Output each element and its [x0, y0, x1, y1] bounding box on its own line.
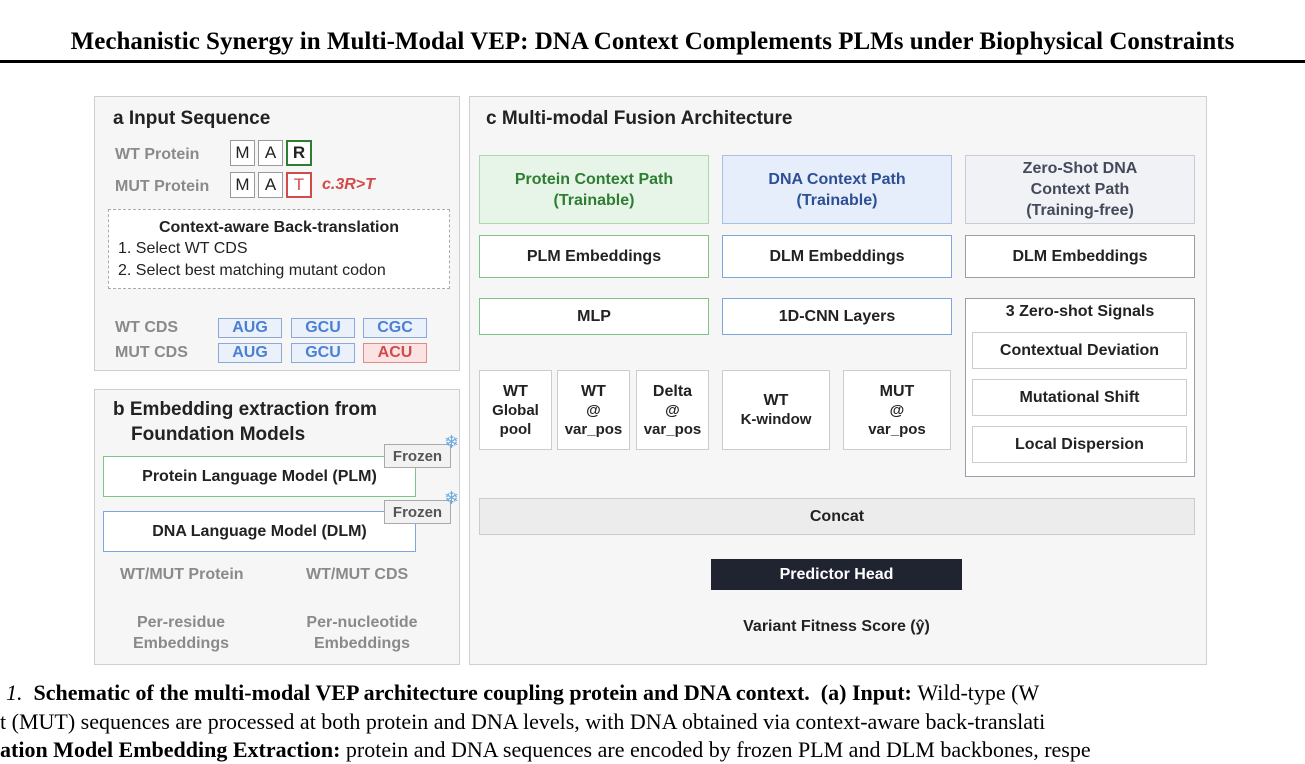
title-rule [0, 60, 1305, 63]
backtranslation-step-2: 2. Select best matching mutant codon [118, 262, 386, 279]
predictor-head: Predictor Head [711, 559, 962, 590]
dlm-frozen-tag: Frozen [384, 500, 451, 524]
per-residue-line1: Per-residue [136, 614, 226, 631]
per-residue-embeddings: Per-residue Embeddings [111, 612, 251, 654]
feature-4-line1: WT [763, 392, 789, 409]
panel-b-title-line1: b Embedding extraction from [113, 399, 377, 420]
mut-cds-label: MUT CDS [115, 344, 188, 361]
feature-3-line1: Delta [652, 382, 693, 400]
wt-codon-1: AUG [218, 318, 282, 338]
mut-residue-2: A [258, 172, 283, 198]
panel-a-title: a Input Sequence [113, 108, 271, 129]
feature-wt-k-window: WT K-window [722, 370, 830, 450]
mut-protein-label: MUT Protein [115, 178, 210, 195]
feature-5-line3: var_pos [868, 420, 926, 438]
feature-wt-var-pos: WT@var_pos [557, 370, 630, 450]
plm-embeddings-box: PLM Embeddings [479, 235, 709, 278]
dlm-box: DNA Language Model (DLM) [103, 511, 416, 552]
feature-1-line1: WT [503, 382, 528, 400]
per-nucleotide-line2: Embeddings [313, 635, 410, 652]
panel-b-title-line2: Foundation Models [131, 424, 306, 445]
cnn-box: 1D-CNN Layers [722, 298, 952, 335]
cds-input-label: WT/MUT CDS [306, 566, 409, 583]
protein-path-line1: Protein Context Path [514, 170, 674, 188]
feature-1-line3: pool [499, 420, 532, 438]
dna-path-line1: DNA Context Path [768, 170, 906, 188]
feature-3-line2: @ [665, 401, 680, 419]
protein-input-label: WT/MUT Protein [120, 566, 244, 583]
dlm-embeddings-zs-box: DLM Embeddings [965, 235, 1195, 278]
protein-context-path: Protein Context Path (Trainable) [479, 155, 709, 224]
feature-4-line2: K-window [740, 411, 812, 428]
backtranslation-title: Context-aware Back-translation [158, 219, 400, 236]
caption-line-3: ation Model Embedding Extraction: protei… [0, 735, 1305, 764]
zero-shot-dna-path: Zero-Shot DNA Context Path (Training-free) [965, 155, 1195, 224]
feature-mut-var-pos: MUT@var_pos [843, 370, 951, 450]
caption-heading: Schematic of the multi-modal VEP archite… [33, 680, 810, 705]
mut-codon-1: AUG [218, 343, 282, 363]
feature-5-line1: MUT [879, 382, 915, 400]
plm-frozen-tag: Frozen [384, 444, 451, 468]
mut-codon-3: ACU [363, 343, 427, 363]
snowflake-icon: ❄ [444, 488, 460, 508]
dna-context-path: DNA Context Path (Trainable) [722, 155, 952, 224]
feature-2-line2: @ [586, 401, 601, 419]
caption-line-2: t (MUT) sequences are processed at both … [0, 709, 1046, 734]
protein-path-line2: (Trainable) [553, 191, 635, 209]
feature-5-line2: @ [889, 401, 905, 419]
caption-extraction-label: ation Model Embedding Extraction: [0, 737, 341, 762]
backtranslation-step-1: 1. Select WT CDS [118, 240, 248, 257]
feature-2-line3: var_pos [564, 420, 623, 438]
feature-2-line1: WT [581, 382, 606, 400]
feature-3-line3: var_pos [643, 420, 702, 438]
dna-path-line2: (Trainable) [796, 191, 878, 209]
wt-residue-3: R [286, 140, 312, 166]
mut-residue-3: T [286, 172, 312, 198]
page-title: Mechanistic Synergy in Multi-Modal VEP: … [70, 28, 1235, 55]
signal-local-dispersion: Local Dispersion [972, 426, 1187, 463]
caption-line-1: 1. Schematic of the multi-modal VEP arch… [6, 678, 1305, 707]
wt-codon-2: GCU [291, 318, 355, 338]
wt-cds-label: WT CDS [115, 319, 179, 336]
backtranslation-box [108, 209, 450, 289]
feature-1-line2: Global [492, 401, 539, 419]
dlm-embeddings-box: DLM Embeddings [722, 235, 952, 278]
feature-delta-var-pos: Delta@var_pos [636, 370, 709, 450]
signal-mutational-shift: Mutational Shift [972, 379, 1187, 416]
wt-residue-2: A [258, 140, 283, 166]
wt-codon-3: CGC [363, 318, 427, 338]
snowflake-icon: ❄ [444, 432, 460, 452]
caption-figure-number: 1. [6, 680, 23, 705]
zs-path-line2: Context Path [1030, 181, 1130, 198]
wt-residue-1: M [230, 140, 255, 166]
per-nucleotide-embeddings: Per-nucleotide Embeddings [287, 612, 437, 654]
plm-box: Protein Language Model (PLM) [103, 456, 416, 497]
wt-protein-label: WT Protein [115, 146, 200, 163]
concat-box: Concat [479, 498, 1195, 535]
caption-line-1-rest: Wild-type (W [917, 680, 1040, 705]
mut-codon-2: GCU [291, 343, 355, 363]
mlp-box: MLP [479, 298, 709, 335]
per-residue-line2: Embeddings [132, 635, 229, 652]
zs-path-line1: Zero-Shot DNA [1022, 160, 1138, 177]
mutation-note: c.3R>T [322, 176, 375, 193]
per-nucleotide-line1: Per-nucleotide [306, 614, 418, 631]
zero-shot-signals-title: 3 Zero-shot Signals [1005, 303, 1155, 320]
mut-residue-1: M [230, 172, 255, 198]
caption-line-3-rest: protein and DNA sequences are encoded by… [345, 737, 1091, 762]
variant-fitness-score: Variant Fitness Score (ŷ) [743, 618, 930, 635]
zs-path-line3: (Training-free) [1026, 202, 1134, 219]
signal-contextual-deviation: Contextual Deviation [972, 332, 1187, 369]
caption-input-label: (a) Input: [820, 680, 912, 705]
panel-c-title: c Multi-modal Fusion Architecture [486, 108, 793, 129]
